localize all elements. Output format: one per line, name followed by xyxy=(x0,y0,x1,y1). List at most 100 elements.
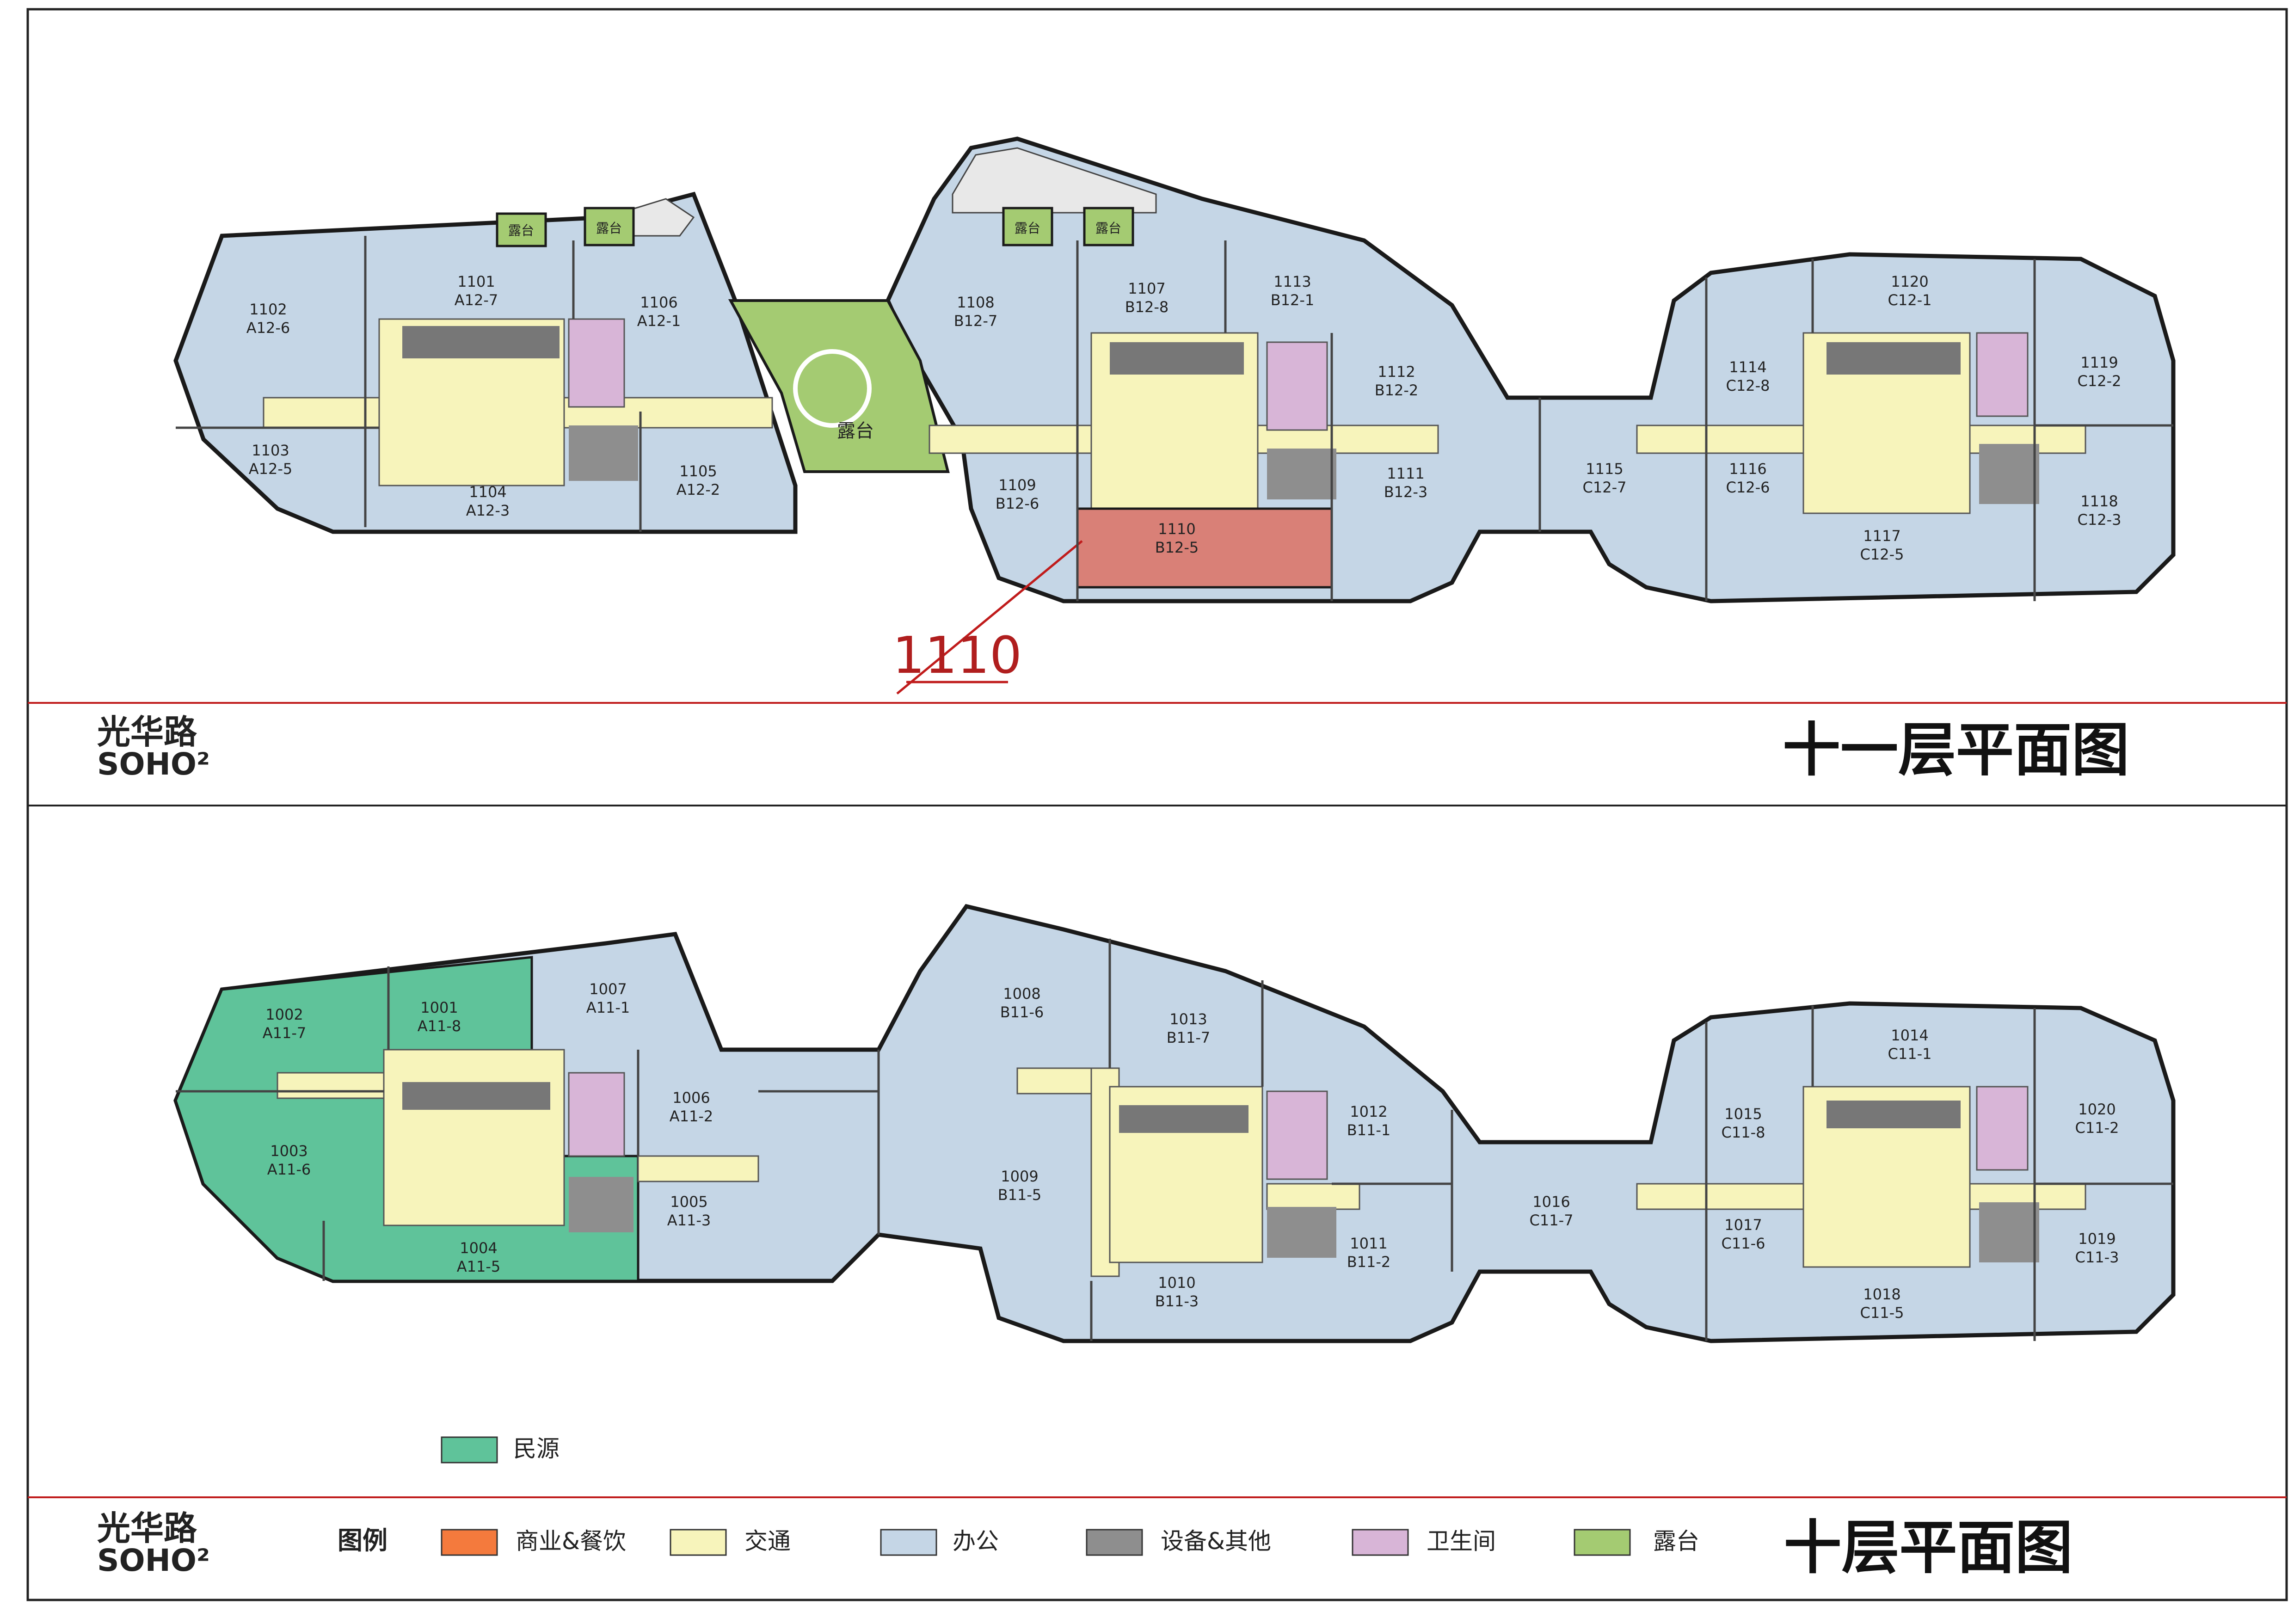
brand-line2: SOHO² xyxy=(97,746,210,782)
legend-swatch-commercial xyxy=(441,1529,498,1556)
callout-leader xyxy=(896,540,1083,695)
legend-label: 卫生间 xyxy=(1427,1528,1496,1555)
restroom-c xyxy=(1976,332,2029,417)
legend-label: 交通 xyxy=(744,1528,791,1555)
callout-unit-number: 1110 xyxy=(892,626,1022,685)
legend-swatch-terrace xyxy=(1574,1529,1631,1556)
core-10-a xyxy=(383,1049,565,1226)
floor-10-title: 十层平面图 xyxy=(1784,1514,2073,1581)
brand-logo-bottom: 光华路 SOHO² xyxy=(97,1509,210,1578)
equipment-c xyxy=(1979,444,2039,504)
core-10-c-lifts xyxy=(1827,1101,1961,1128)
terrace-b1 xyxy=(1002,207,1053,246)
terrace-a1 xyxy=(496,212,547,247)
roof-hatch-b xyxy=(952,147,1157,214)
brand-line2: SOHO² xyxy=(97,1543,210,1578)
legend-swatch-equipment xyxy=(1086,1529,1143,1556)
restroom-a xyxy=(568,318,625,408)
legend-swatch-office xyxy=(880,1529,937,1556)
legend-swatch-circulation xyxy=(670,1529,727,1556)
bridge-terrace-path xyxy=(793,349,872,428)
equipment-10-b xyxy=(1267,1207,1336,1258)
legend-label: 办公 xyxy=(953,1528,999,1555)
floor-10-plan xyxy=(173,904,2176,1343)
terrace-label: 露台 xyxy=(508,223,534,238)
brand-line1: 光华路 xyxy=(97,1509,197,1548)
legend-label-minyuan: 民源 xyxy=(513,1435,560,1462)
terrace-b2 xyxy=(1083,207,1134,246)
unit-dividers-11 xyxy=(176,236,2173,601)
legend-label: 露台 xyxy=(1653,1528,1699,1555)
equipment-b xyxy=(1267,449,1336,499)
equipment-a xyxy=(569,425,638,481)
unit-1110-highlight[interactable] xyxy=(1076,507,1333,589)
corridor-10-a2 xyxy=(637,1155,759,1182)
bridge-terrace xyxy=(728,299,950,473)
core-10-a-lifts xyxy=(402,1082,550,1110)
brand-logo-top: 光华路 SOHO² xyxy=(97,713,210,782)
terrace-label: 露台 xyxy=(1095,221,1121,236)
restroom-10-c xyxy=(1976,1086,2029,1171)
terrace-label: 露台 xyxy=(1015,221,1040,236)
restroom-10-b xyxy=(1266,1090,1328,1180)
restroom-10-a xyxy=(568,1072,625,1157)
equipment-10-c xyxy=(1979,1202,2039,1262)
core-c-lifts xyxy=(1827,342,1961,375)
core-b-lifts xyxy=(1110,342,1244,375)
core-a-lifts xyxy=(402,326,560,358)
legend-title: 图例 xyxy=(338,1526,387,1555)
core-10-b-lifts xyxy=(1119,1105,1248,1133)
brand-line1: 光华路 xyxy=(97,713,197,751)
unit-dividers-10 xyxy=(176,939,2173,1341)
restroom-b xyxy=(1266,341,1328,431)
corridor-10-b3 xyxy=(1266,1183,1360,1210)
legend-label: 商业&餐饮 xyxy=(516,1528,626,1555)
terrace-label: 露台 xyxy=(596,221,622,236)
bridge-terrace-label: 露台 xyxy=(837,420,874,442)
corridor-10-a xyxy=(277,1072,403,1099)
legend-swatch-minyuan xyxy=(441,1436,498,1464)
